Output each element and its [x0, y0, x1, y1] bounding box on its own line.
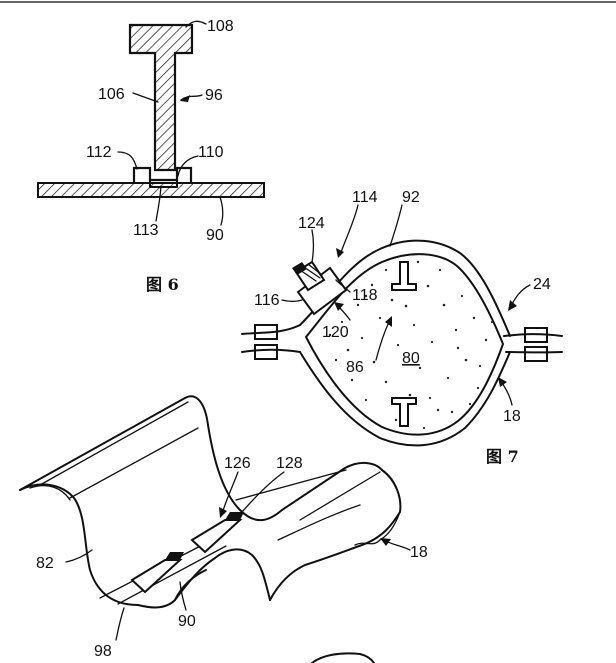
- arrow-120: [334, 302, 344, 311]
- right-roller-lower: [524, 346, 548, 362]
- hump-18-edge: [299, 471, 381, 521]
- channel-bottom-2: [117, 545, 227, 605]
- label-106: 106: [98, 86, 125, 103]
- label-18-fig8: 18: [410, 544, 428, 561]
- wedge-block-lower-top: [165, 552, 184, 560]
- arrow-18-fig8: [380, 538, 391, 546]
- leader-108: [185, 20, 207, 28]
- label-110: 110: [198, 144, 224, 161]
- label-86: 86: [346, 359, 364, 376]
- label-18-fig7: 18: [503, 408, 521, 425]
- leader-110: [177, 155, 199, 177]
- leader-92: [389, 204, 403, 247]
- leader-96: [180, 94, 203, 101]
- label-128: 128: [276, 455, 303, 472]
- t-member-96: [128, 23, 194, 172]
- label-96: 96: [205, 87, 223, 104]
- label-113: 113: [133, 222, 159, 239]
- right-flange-upper: [503, 333, 563, 337]
- leader-82: [65, 549, 93, 563]
- label-114: 114: [352, 189, 378, 206]
- label-112: 112: [86, 144, 112, 161]
- arrow-126: [219, 507, 227, 518]
- torn-edge: [354, 511, 401, 546]
- leader-118: [335, 279, 351, 293]
- channel-back-wall: [207, 424, 383, 522]
- channel-back-wall-line: [235, 469, 347, 501]
- valve-cap: [292, 262, 307, 275]
- label-108: 108: [207, 18, 234, 35]
- label-116: 116: [254, 292, 280, 309]
- label-80: 80: [402, 350, 420, 367]
- label-126: 126: [224, 455, 251, 472]
- hump-18-edge-2: [277, 504, 361, 541]
- t-insert-top: [391, 261, 417, 291]
- figure-8: 126 128 82 18 90 98: [19, 395, 428, 663]
- filled-core-80: [304, 253, 505, 436]
- leader-90: [219, 196, 224, 226]
- leader-124: [311, 229, 315, 263]
- hump-18-inner: [214, 548, 271, 601]
- label-90-fig8: 90: [178, 613, 196, 630]
- label-118: 118: [352, 287, 378, 304]
- label-120: 120: [322, 324, 349, 341]
- leader-116: [281, 299, 303, 303]
- label-98: 98: [94, 643, 112, 660]
- wedge-block-lower: [130, 559, 183, 594]
- leader-128: [241, 471, 285, 513]
- partial-shape-bottom: [311, 652, 375, 663]
- leader-113: [155, 185, 162, 222]
- figure-7-caption: 图 7: [486, 447, 519, 466]
- arrow-114: [336, 248, 344, 258]
- wedge-block-upper-top: [225, 512, 244, 520]
- label-92: 92: [402, 189, 420, 206]
- left-flange-lower: [241, 348, 301, 353]
- leader-98: [115, 607, 125, 641]
- figure-6: 108 106 96 112 110 113 90 图 6: [37, 18, 265, 294]
- arrow-24: [508, 300, 517, 311]
- groove-90: [174, 569, 207, 601]
- leader-90-fig8: [179, 581, 187, 611]
- leader-112: [117, 151, 138, 170]
- left-roller-lower: [254, 344, 278, 360]
- label-124: 124: [298, 215, 325, 232]
- stipple-fill: [328, 260, 494, 430]
- label-24: 24: [533, 276, 551, 293]
- channel-top-edge-2: [39, 401, 189, 486]
- outer-skin-lower-18: [299, 351, 511, 447]
- label-90: 90: [206, 227, 224, 244]
- hump-18: [269, 469, 402, 601]
- left-flange-upper: [241, 324, 301, 335]
- channel-top-edge-3: [69, 427, 199, 499]
- leader-114: [339, 204, 359, 256]
- leader-126: [221, 471, 239, 515]
- label-82: 82: [36, 555, 54, 572]
- arrow-96: [180, 95, 190, 102]
- arrow-18-fig7: [498, 377, 507, 387]
- channel-top-edge: [19, 395, 209, 491]
- wedge-block-upper: [190, 519, 243, 554]
- channel-left-wall-inner: [29, 485, 71, 501]
- arrow-86: [385, 316, 392, 327]
- socket-bottom: [149, 179, 178, 188]
- leader-106: [132, 92, 159, 103]
- figure-6-caption: 图 6: [146, 275, 179, 294]
- t-insert-bottom: [391, 397, 417, 427]
- figure-7: 124 114 92 24 116 118 120 86 80 18 图 7: [241, 189, 563, 466]
- channel-left-wall: [19, 483, 139, 606]
